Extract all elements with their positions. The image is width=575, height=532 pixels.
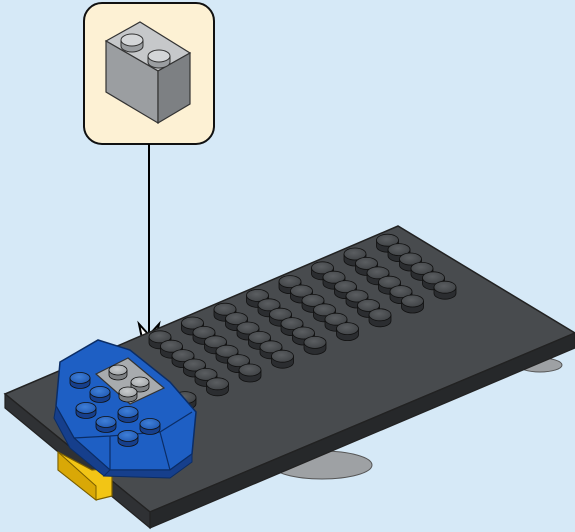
stud bbox=[119, 387, 137, 402]
stud bbox=[272, 350, 294, 368]
stud bbox=[369, 309, 391, 327]
stud bbox=[140, 419, 160, 435]
stud bbox=[402, 295, 424, 313]
stud bbox=[109, 365, 127, 380]
stud bbox=[337, 323, 359, 341]
stud bbox=[239, 364, 261, 382]
stud bbox=[207, 378, 229, 396]
stud bbox=[76, 403, 96, 419]
parts-callout bbox=[84, 3, 214, 144]
stud bbox=[70, 373, 90, 389]
stud bbox=[118, 407, 138, 423]
stud bbox=[90, 387, 110, 403]
stud bbox=[118, 431, 138, 447]
stud bbox=[96, 417, 116, 433]
stud bbox=[304, 336, 326, 354]
stud bbox=[434, 281, 456, 299]
